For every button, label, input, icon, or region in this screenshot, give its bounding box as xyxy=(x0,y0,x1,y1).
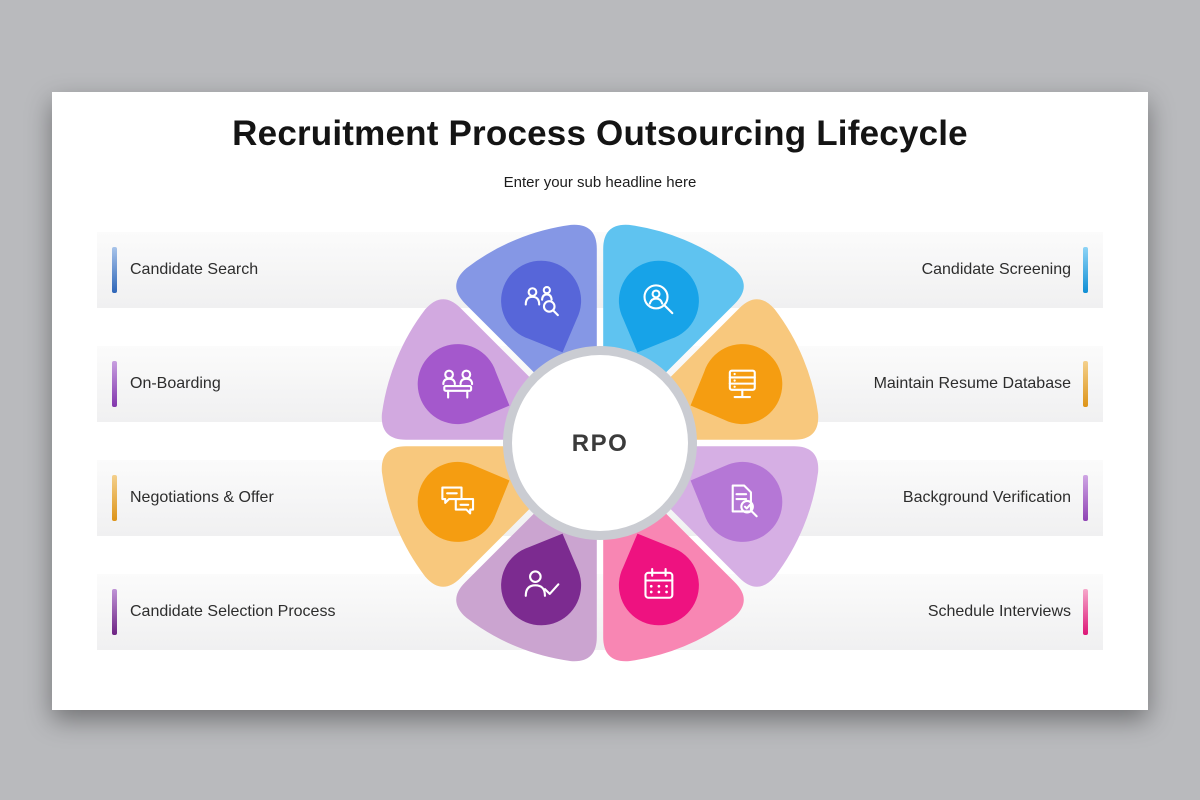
row-label: Candidate Search xyxy=(130,261,259,278)
wheel-pin-negotiations-offer xyxy=(417,461,510,542)
row-label: Candidate Selection Process xyxy=(130,603,336,620)
wheel-pin-candidate-search xyxy=(501,260,582,353)
wheel-pin-background-verification xyxy=(690,461,783,542)
accent-bar xyxy=(112,361,117,407)
accent-bar xyxy=(1083,589,1088,635)
accent-bar xyxy=(112,589,117,635)
slide-subtitle: Enter your sub headline here xyxy=(503,174,697,191)
row-label: On-Boarding xyxy=(130,375,221,392)
slide-title: Recruitment Process Outsourcing Lifecycl… xyxy=(232,114,968,153)
accent-bar xyxy=(1083,247,1088,293)
accent-bar xyxy=(1083,361,1088,407)
wheel-pin-candidate-selection-process xyxy=(501,533,582,626)
row-label: Schedule Interviews xyxy=(927,603,1071,620)
center-label: RPO xyxy=(572,430,629,457)
row-label: Maintain Resume Database xyxy=(873,375,1071,392)
row-label: Background Verification xyxy=(902,489,1071,506)
row-label: Candidate Screening xyxy=(921,261,1071,278)
wheel-pin-schedule-interviews xyxy=(618,533,699,626)
rpo-wheel: RPO xyxy=(381,224,819,662)
center-circle xyxy=(512,355,688,531)
accent-bar xyxy=(1083,475,1088,521)
row-label: Negotiations & Offer xyxy=(130,489,274,506)
wheel-pin-candidate-screening xyxy=(618,260,699,353)
wheel-pin-on-boarding xyxy=(417,344,510,425)
wheel-petals xyxy=(381,224,819,662)
accent-bar xyxy=(112,475,117,521)
slide: Recruitment Process Outsourcing Lifecycl… xyxy=(52,92,1148,710)
accent-bar xyxy=(112,247,117,293)
